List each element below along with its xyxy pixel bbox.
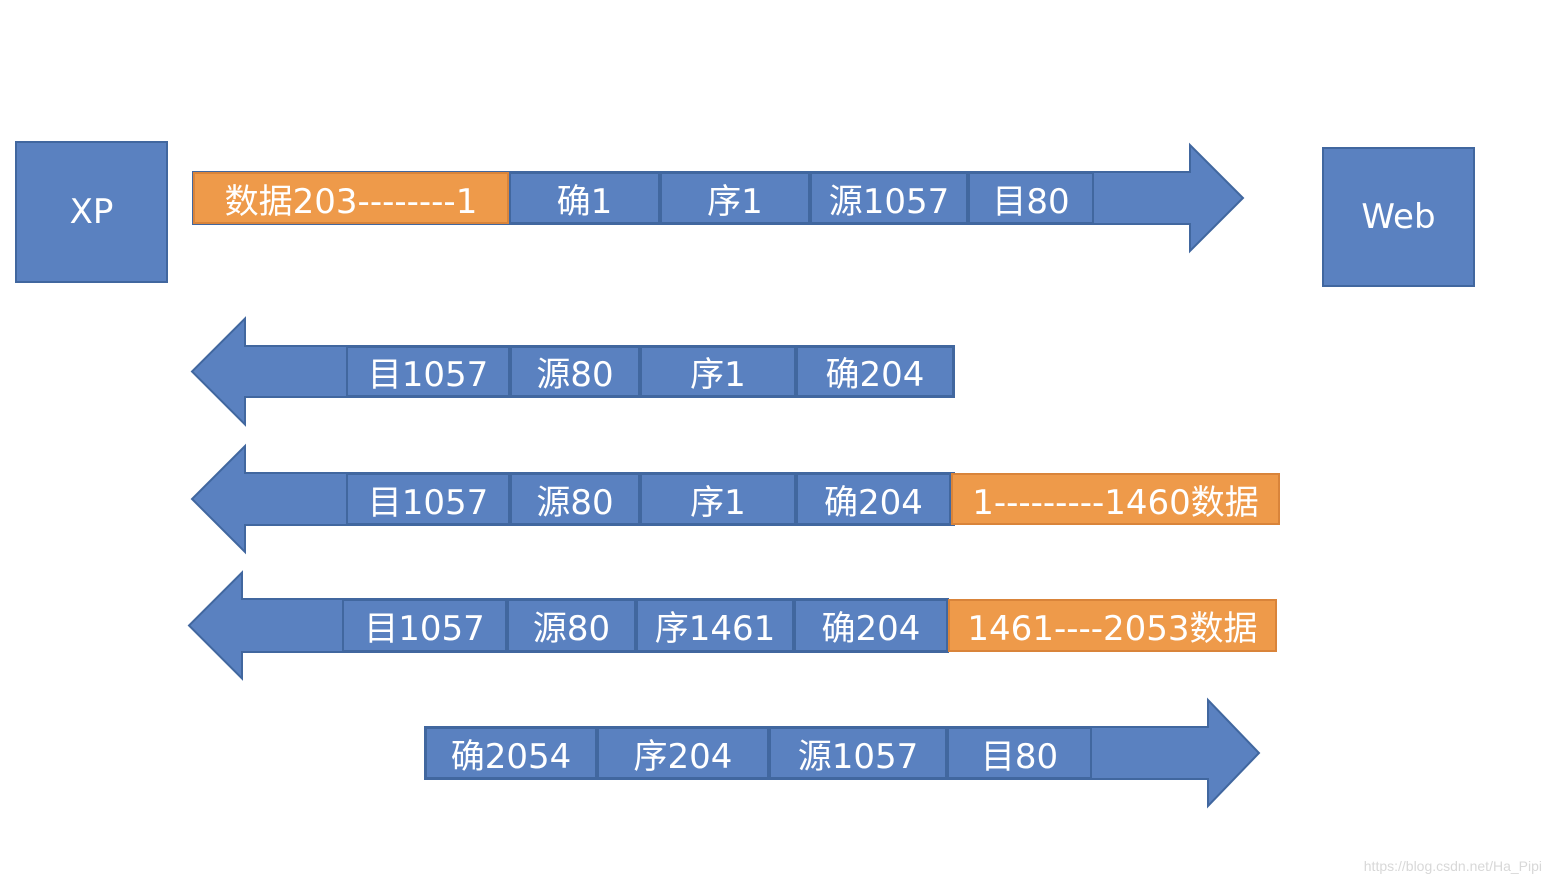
packet-1-field-1: 数据203--------1 xyxy=(193,172,509,224)
host-xp-label: XP xyxy=(69,192,114,232)
packet-2-field-2: 源80 xyxy=(510,346,640,397)
packet-2-field-3: 序1 xyxy=(640,346,796,397)
packet-4-field-4: 确204 xyxy=(794,599,948,652)
packet-3-field-2: 源80 xyxy=(510,473,640,525)
packet-1-field-5: 目80 xyxy=(968,172,1094,224)
host-web-label: Web xyxy=(1361,197,1436,237)
packet-5-field-2: 序204 xyxy=(597,727,769,779)
packet-1-field-3: 序1 xyxy=(660,172,810,224)
host-xp-box: XP xyxy=(15,141,168,283)
packet-5-field-4: 目80 xyxy=(947,727,1092,779)
packet-4-field-2: 源80 xyxy=(507,599,636,652)
packet-4-field-1: 目1057 xyxy=(342,599,507,652)
packet-5-field-3: 源1057 xyxy=(769,727,947,779)
packet-2-field-1: 目1057 xyxy=(346,346,510,397)
packet-1-field-4: 源1057 xyxy=(810,172,968,224)
packet-2-field-4: 确204 xyxy=(796,346,954,397)
packet-5-field-1: 确2054 xyxy=(425,727,597,779)
packet-3-field-1: 目1057 xyxy=(346,473,510,525)
packet-4-field-3: 序1461 xyxy=(636,599,794,652)
packet-3-field-4: 确204 xyxy=(796,473,951,525)
packet-1-field-2: 确1 xyxy=(509,172,660,224)
watermark: https://blog.csdn.net/Ha_Pipi xyxy=(1363,858,1542,874)
packet-3-field-3: 序1 xyxy=(640,473,796,525)
host-web-box: Web xyxy=(1322,147,1475,287)
packet-3-field-5: 1---------1460数据 xyxy=(951,473,1280,525)
packet-4-field-5: 1461----2053数据 xyxy=(948,599,1277,652)
